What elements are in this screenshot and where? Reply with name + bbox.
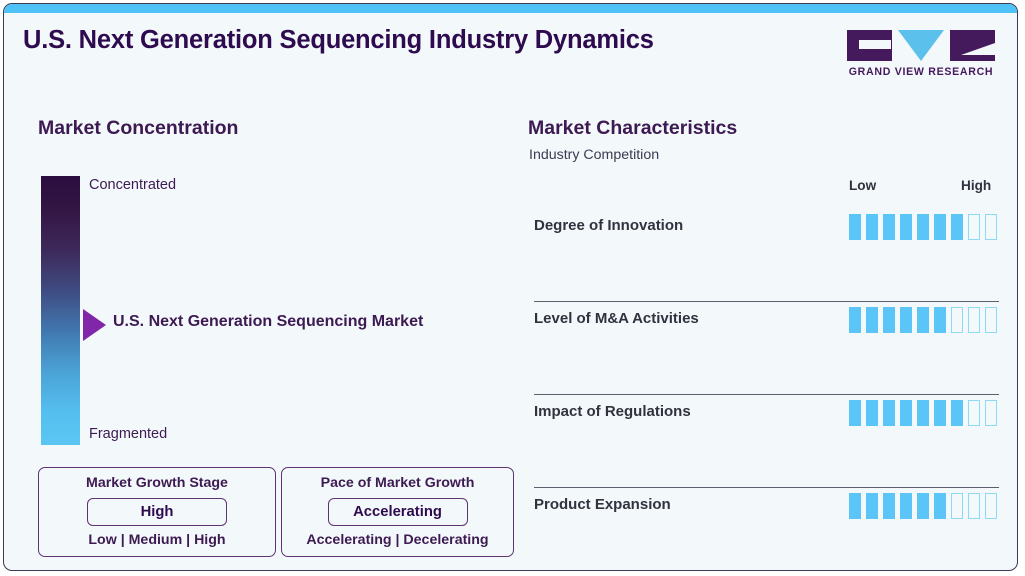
meter-segment-filled (849, 307, 861, 333)
meter-segment-filled (917, 214, 929, 240)
market-concentration-heading: Market Concentration (38, 117, 239, 139)
concentration-gradient-bar (41, 176, 80, 445)
pace-of-market-growth-value: Accelerating (327, 497, 468, 526)
pace-of-market-growth-title: Pace of Market Growth (320, 475, 475, 491)
meter-segment-filled (934, 307, 946, 333)
meter-segment-filled (849, 400, 861, 426)
meter-segment-filled (900, 493, 912, 519)
meter-segment-filled (866, 493, 878, 519)
meter-segment-filled (866, 307, 878, 333)
infographic-card: U.S. Next Generation Sequencing Industry… (3, 3, 1018, 571)
meter-segment-filled (917, 307, 929, 333)
top-accent-bar (4, 4, 1017, 13)
meter-segment-empty (985, 493, 997, 519)
meter-segment-filled (934, 493, 946, 519)
meter-segment-filled (934, 214, 946, 240)
meter-segment-filled (849, 214, 861, 240)
characteristic-row: Level of M&A Activities (534, 302, 999, 395)
meter-segment-filled (866, 214, 878, 240)
characteristic-row: Impact of Regulations (534, 395, 999, 488)
row-separator (534, 486, 999, 488)
meter-segment-filled (883, 400, 895, 426)
characteristic-label: Product Expansion (534, 496, 671, 513)
meter-segment-empty (985, 400, 997, 426)
logo-v-triangle-icon (898, 30, 944, 61)
market-characteristics-subheading: Industry Competition (529, 147, 660, 163)
scale-label-low: Low (849, 178, 877, 193)
meter-segment-filled (917, 400, 929, 426)
meter-segment-empty (951, 493, 963, 519)
meter-segment-filled (900, 307, 912, 333)
meter-segment-empty (968, 307, 980, 333)
meter-segment-empty (951, 307, 963, 333)
meter-segment-filled (900, 400, 912, 426)
logo-r-slash (961, 43, 995, 55)
logo-marks (847, 30, 995, 61)
meter-segment-filled (883, 214, 895, 240)
characteristic-meter (849, 214, 997, 240)
characteristic-label: Degree of Innovation (534, 217, 684, 234)
market-growth-stage-title: Market Growth Stage (86, 475, 228, 491)
meter-segment-empty (985, 307, 997, 333)
characteristic-meter (849, 400, 997, 426)
concentration-bottom-label: Fragmented (89, 426, 168, 442)
pace-of-market-growth-box: Pace of Market Growth Accelerating Accel… (281, 467, 514, 557)
logo-g-block (847, 30, 892, 61)
meter-segment-empty (968, 214, 980, 240)
meter-segment-filled (951, 400, 963, 426)
row-separator (534, 300, 999, 302)
row-separator (534, 393, 999, 395)
meter-segment-empty (968, 493, 980, 519)
grand-view-research-logo: GRAND VIEW RESEARCH (847, 30, 995, 80)
market-growth-stage-value: High (87, 497, 227, 526)
meter-segment-filled (883, 307, 895, 333)
concentration-top-label: Concentrated (89, 177, 177, 193)
logo-wordmark: GRAND VIEW RESEARCH (848, 66, 994, 78)
pace-of-market-growth-scale: Accelerating | Decelerating (306, 532, 489, 548)
meter-segment-filled (951, 214, 963, 240)
market-characteristics-heading: Market Characteristics (528, 117, 738, 139)
meter-segment-empty (985, 214, 997, 240)
concentration-marker-arrow-icon (83, 309, 106, 341)
characteristic-meter (849, 493, 997, 519)
logo-g-notch (859, 40, 891, 49)
market-growth-stage-box: Market Growth Stage High Low | Medium | … (38, 467, 276, 557)
meter-segment-filled (900, 214, 912, 240)
meter-segment-empty (968, 400, 980, 426)
characteristic-label: Impact of Regulations (534, 403, 691, 420)
meter-segment-filled (849, 493, 861, 519)
scale-label-high: High (961, 178, 992, 193)
meter-segment-filled (883, 493, 895, 519)
logo-r-block (950, 30, 995, 61)
page-title: U.S. Next Generation Sequencing Industry… (23, 26, 654, 54)
characteristic-label: Level of M&A Activities (534, 310, 699, 327)
concentration-marker-label: U.S. Next Generation Sequencing Market (113, 313, 424, 330)
characteristic-row: Product Expansion (534, 488, 999, 570)
meter-segment-filled (866, 400, 878, 426)
characteristic-meter (849, 307, 997, 333)
meter-segment-filled (917, 493, 929, 519)
characteristic-row: Degree of Innovation (534, 209, 999, 302)
meter-segment-filled (934, 400, 946, 426)
market-growth-stage-scale: Low | Medium | High (88, 532, 226, 548)
